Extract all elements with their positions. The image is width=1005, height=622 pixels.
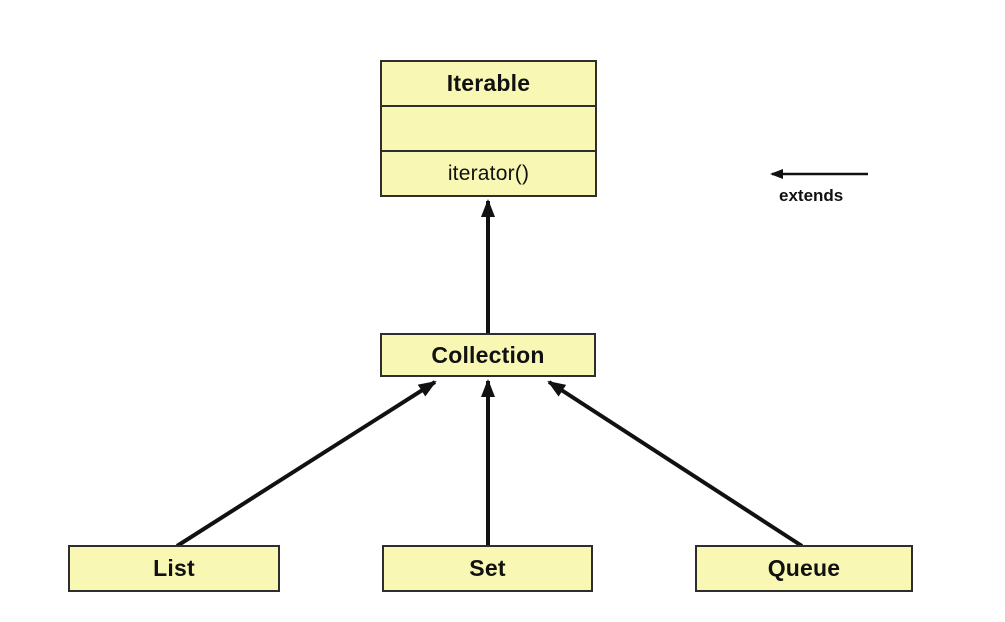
list-class-name: List [153, 555, 195, 581]
iterable-class-name: Iterable [446, 70, 531, 96]
iterable-fields-compartment [382, 105, 595, 150]
class-box-iterable: Iterable iterator() [380, 60, 597, 197]
class-box-collection: Collection [380, 333, 596, 377]
class-box-queue: Queue [695, 545, 913, 592]
collection-class-name: Collection [431, 341, 545, 368]
queue-class-name: Queue [767, 555, 841, 581]
iterable-method-label: iterator() [382, 150, 595, 195]
class-box-list: List [68, 545, 280, 592]
arrow-queue-extends-collection [547, 380, 804, 548]
set-class-name: Set [469, 555, 506, 581]
legend-extends-label: extends [779, 186, 844, 205]
arrow-list-extends-collection [175, 380, 437, 548]
class-box-set: Set [382, 545, 593, 592]
